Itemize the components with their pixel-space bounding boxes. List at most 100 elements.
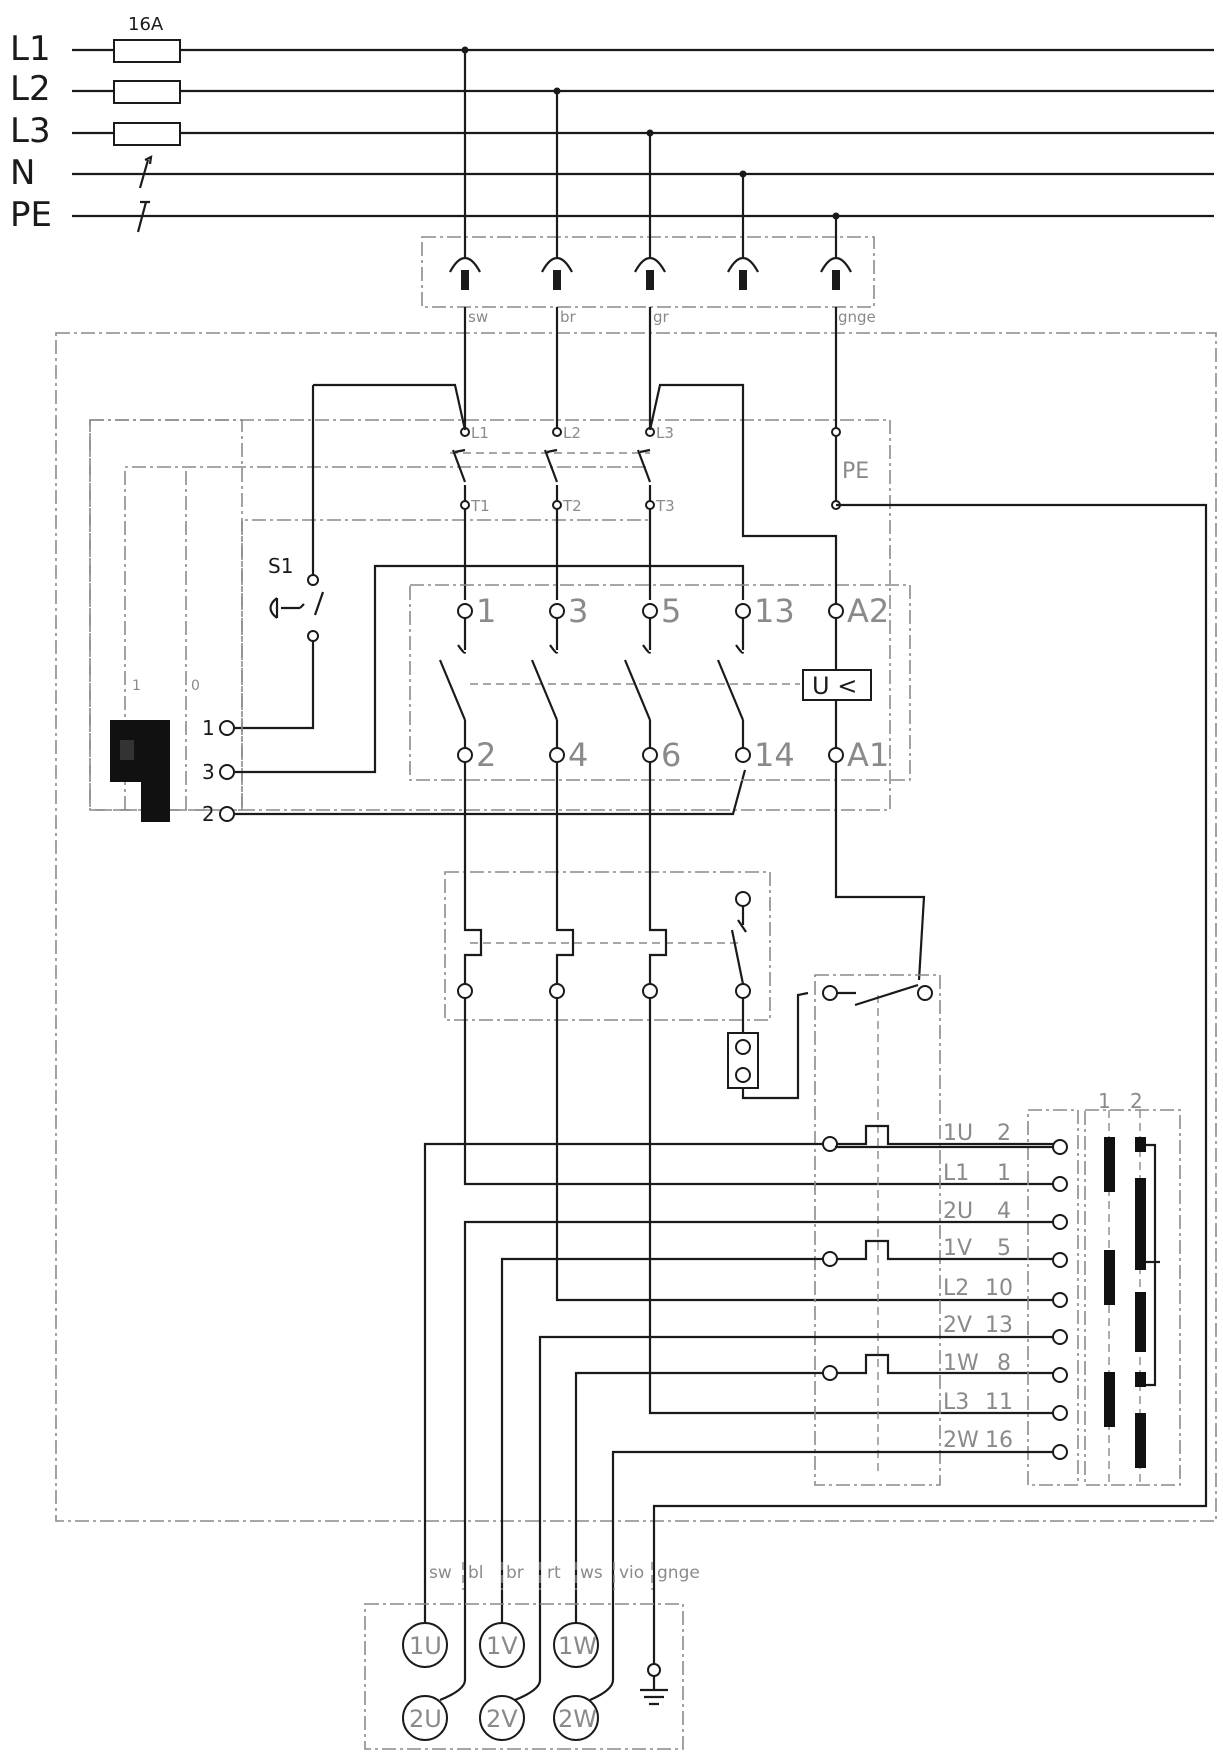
switch-pe-label: PE	[842, 459, 869, 484]
selector-block-icon	[110, 720, 170, 822]
motor-wire-gnge: gnge	[657, 1563, 700, 1583]
undervoltage-label: U <	[812, 672, 857, 700]
overload-relay	[444, 762, 1060, 1415]
pole-row-num: 10	[985, 1276, 1013, 1301]
pole-row-num: 16	[985, 1428, 1013, 1453]
contactor-top-13: 13	[754, 592, 795, 630]
contactor-top-1: 1	[476, 592, 496, 630]
supply-section: 16A L1 L2 L3 N PE	[10, 14, 1214, 235]
plug-frame	[421, 236, 875, 308]
switch-in-l2: L2	[563, 424, 581, 442]
motor-wire-sw: sw	[429, 1563, 452, 1583]
winding-2v-label: 2V	[486, 1705, 518, 1733]
pole-frame-b	[1084, 1109, 1181, 1486]
motor-wire-br: br	[506, 1563, 524, 1583]
pole-row-num: 5	[997, 1236, 1011, 1261]
switch-in-l1: L1	[471, 424, 489, 442]
selector-pos-1: 1	[132, 678, 141, 694]
winding-1v	[479, 1622, 525, 1668]
mushroom-head-icon	[269, 597, 305, 619]
fuse-l2	[113, 80, 181, 104]
motor-wire-bl: bl	[468, 1563, 484, 1583]
switch-out-t2: T2	[562, 497, 582, 515]
contactor-bottom-14: 14	[754, 736, 795, 774]
line-label-l1: L1	[10, 29, 51, 69]
stop-button-label: S1	[268, 554, 293, 578]
contactor-bottom-2: 2	[476, 736, 496, 774]
main-switch: L1 L2 L3 T1 T2 T3 PE	[89, 307, 1208, 1668]
plug-wire-sw: sw	[468, 308, 488, 326]
overload-frame	[444, 871, 771, 1021]
line-label-l2: L2	[10, 69, 51, 109]
thermal-frame	[814, 974, 941, 1486]
pole-row-num: 8	[997, 1351, 1011, 1376]
motor-wire-rt: rt	[547, 1563, 561, 1583]
pole-row-num: 2	[997, 1121, 1011, 1146]
contactor-top-5: 5	[661, 592, 681, 630]
contactor-frame	[409, 584, 911, 781]
contactor-top-3: 3	[568, 592, 588, 630]
pole-row-name: L1	[943, 1161, 969, 1186]
motor-frame	[364, 1603, 684, 1750]
contactor-top-a2: A2	[847, 592, 889, 630]
pole-terminal-block: 1 2 1U 2 L1 1 2U 4 1V 5 L2 10 2V 13 1W 8…	[463, 1089, 1181, 1668]
stop-button-s1: S1	[232, 383, 467, 730]
plug: sw br gr gnge	[421, 46, 876, 326]
switch-out-t3: T3	[655, 497, 675, 515]
pole-row-name: L3	[943, 1390, 969, 1415]
winding-1u	[402, 1622, 448, 1668]
pole-row-name: L2	[943, 1276, 969, 1301]
pole-row-num: 1	[997, 1161, 1011, 1186]
pole-row-num: 4	[997, 1199, 1011, 1224]
winding-2u	[402, 1695, 448, 1741]
winding-2w-label: 2W	[558, 1705, 597, 1733]
pole-header-2: 2	[1130, 1089, 1143, 1113]
fuse-rating-label: 16A	[128, 14, 164, 35]
pole-row-name: 2W	[943, 1428, 979, 1453]
thermal-contacts	[423, 974, 1060, 1668]
contactor-bottom-4: 4	[568, 736, 588, 774]
undervoltage-coil	[802, 669, 872, 701]
selector-pos-0: 0	[191, 678, 200, 694]
motor-wire-ws: ws	[580, 1563, 603, 1583]
selector-term-2: 2	[202, 802, 215, 826]
winding-2w	[553, 1695, 599, 1741]
pole-row-name: 1U	[943, 1121, 973, 1146]
pole-bridges	[1104, 1137, 1146, 1468]
line-label-l3: L3	[10, 111, 51, 151]
selector-term-3: 3	[202, 760, 215, 784]
motor-wire-vio: vio	[619, 1563, 644, 1583]
winding-1u-label: 1U	[409, 1632, 442, 1660]
pole-terminal-circles	[1052, 1139, 1068, 1460]
pe-break-mark	[136, 200, 150, 233]
pole-rows: 1U 2 L1 1 2U 4 1V 5 L2 10 2V 13 1W 8 L3 …	[943, 1121, 1013, 1453]
pole-row-name: 2V	[943, 1313, 972, 1338]
motor: sw bl br rt ws vio gnge 1U 1V 1W 2U 2V 2…	[364, 1562, 700, 1750]
winding-1w	[553, 1622, 599, 1668]
plug-wire-gr: gr	[653, 308, 670, 326]
plug-pins	[449, 46, 852, 290]
line-label-pe: PE	[10, 195, 52, 235]
winding-2u-label: 2U	[409, 1705, 442, 1733]
pole-row-num: 11	[985, 1390, 1013, 1415]
selector-switch: 1 0 1 3 2	[89, 419, 747, 826]
device-housing	[55, 332, 1217, 1522]
contactor-bottom-a1: A1	[847, 736, 889, 774]
contactor-bottom-6: 6	[661, 736, 681, 774]
fuse-l3	[113, 122, 181, 146]
pole-header-1: 1	[1098, 1089, 1111, 1113]
ground-icon	[640, 1676, 668, 1706]
plug-wire-gnge: gnge	[838, 308, 876, 326]
fuse-l1	[113, 39, 181, 63]
winding-1v-label: 1V	[486, 1632, 518, 1660]
switch-out-t1: T1	[470, 497, 490, 515]
selector-term-1: 1	[202, 716, 215, 740]
plug-wire-br: br	[560, 308, 577, 326]
pole-row-name: 1W	[943, 1351, 979, 1376]
winding-1w-label: 1W	[558, 1632, 597, 1660]
pole-row-num: 13	[985, 1313, 1013, 1338]
pole-frame-a	[1027, 1109, 1079, 1486]
contactor: U < 1 3 5 13 A2 2 4 6 14 A1	[409, 383, 926, 981]
pole-row-name: 2U	[943, 1199, 973, 1224]
